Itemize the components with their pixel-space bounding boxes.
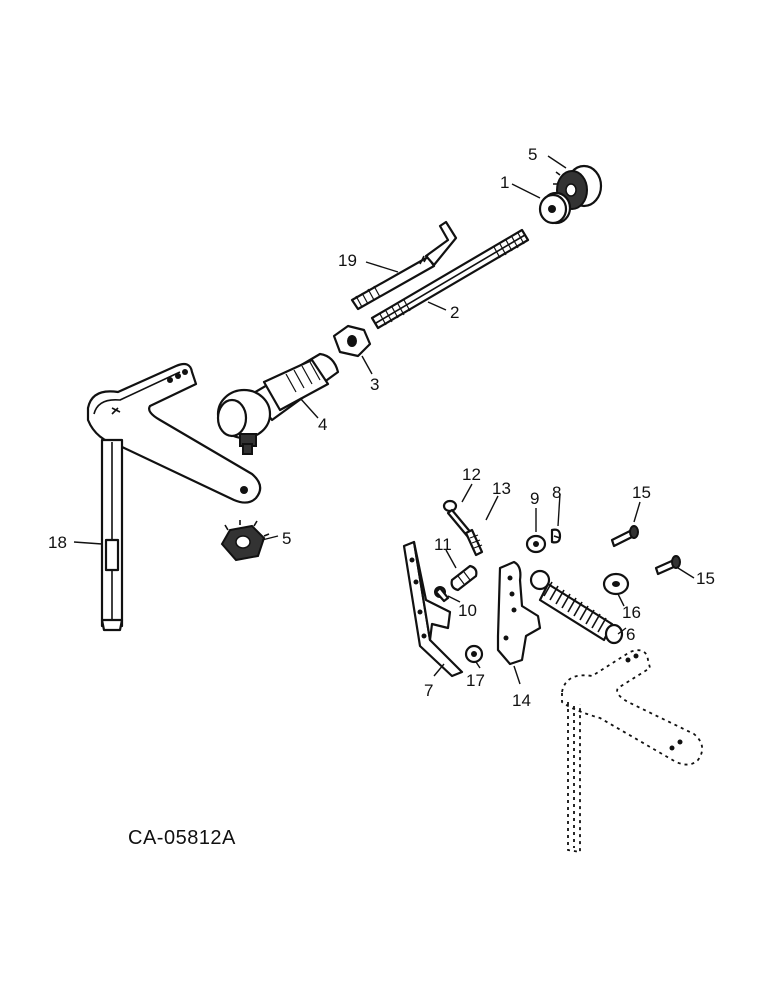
callout-14: 14 bbox=[512, 691, 531, 710]
part-3-hex-nut bbox=[332, 324, 372, 358]
part-18-lever-arm bbox=[86, 362, 262, 632]
part-19-l-rod bbox=[350, 220, 458, 311]
callout-19: 19 bbox=[338, 251, 357, 270]
callout-1: 1 bbox=[500, 173, 509, 192]
callout-12: 12 bbox=[462, 465, 481, 484]
callout-15-bottom: 15 bbox=[696, 569, 715, 588]
phantom-lever-arm bbox=[561, 649, 704, 854]
part-17-washer bbox=[464, 644, 484, 664]
part-6-spring bbox=[529, 569, 624, 645]
part-14-bracket bbox=[496, 560, 542, 666]
part-4-ball-joint bbox=[216, 352, 340, 455]
part-9-washer bbox=[525, 534, 547, 554]
part-1-washer bbox=[538, 191, 572, 225]
callout-2: 2 bbox=[450, 303, 459, 322]
callout-6: 6 bbox=[626, 625, 635, 644]
callout-17: 17 bbox=[466, 671, 485, 690]
part-7-bracket bbox=[402, 540, 464, 678]
part-11-spacer bbox=[450, 564, 478, 592]
part-2-threaded-rod bbox=[370, 228, 530, 330]
callout-15-top: 15 bbox=[632, 483, 651, 502]
part-16-washer bbox=[602, 572, 630, 596]
callout-5-top: 5 bbox=[528, 145, 537, 164]
part-13-threaded-pin bbox=[464, 528, 484, 557]
part-15-bolt-top bbox=[610, 525, 639, 548]
callout-16: 16 bbox=[622, 603, 641, 622]
callout-10: 10 bbox=[458, 601, 477, 620]
part-8-cotter-pin bbox=[550, 528, 562, 544]
callout-18: 18 bbox=[48, 533, 67, 552]
callout-13: 13 bbox=[492, 479, 511, 498]
diagram-caption: CA-05812A bbox=[128, 827, 236, 849]
callout-9: 9 bbox=[530, 489, 539, 508]
callout-8: 8 bbox=[552, 483, 561, 502]
callout-4: 4 bbox=[318, 415, 327, 434]
callout-labels: 5 1 19 2 3 4 5 18 12 13 9 8 15 15 11 10 … bbox=[48, 145, 715, 710]
leader-lines bbox=[73, 155, 695, 685]
part-10-bolt bbox=[434, 586, 450, 603]
callout-7: 7 bbox=[424, 681, 433, 700]
part-15-bolt-bottom bbox=[654, 555, 681, 576]
callout-11: 11 bbox=[434, 535, 452, 554]
part-5-castle-nut-bottom bbox=[220, 520, 270, 562]
callout-3: 3 bbox=[370, 375, 379, 394]
callout-5-bottom: 5 bbox=[282, 529, 291, 548]
